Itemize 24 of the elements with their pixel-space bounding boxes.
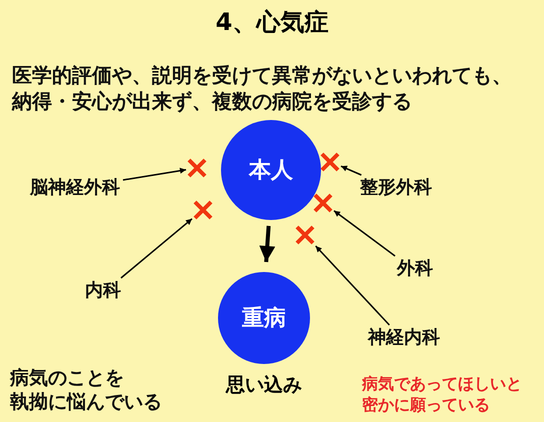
- note-text: 執拗に悩んでいる: [10, 390, 163, 415]
- arrow: [120, 218, 192, 279]
- subtitle-text: 医学的評価や、説明を受けて異常がないといわれても、納得・安心が出来ず、複数の病院を受診する: [12, 62, 513, 114]
- node-text: 本人: [249, 157, 293, 185]
- cross-icon: [312, 192, 334, 214]
- department-label: 整形外科: [360, 175, 432, 199]
- arrow: [334, 210, 396, 257]
- note-text: 病気であってほしいと密かに願っている: [362, 374, 523, 416]
- department-label: 内科: [85, 278, 121, 302]
- caption-text: 思い込み: [224, 373, 303, 398]
- arrow: [122, 168, 186, 181]
- note-text: 病気のことを: [10, 366, 125, 391]
- title: 4、心気症: [214, 7, 330, 38]
- department-label: 脳神経外科: [30, 175, 120, 199]
- arrow: [259, 226, 276, 262]
- arrow: [315, 245, 390, 326]
- department-label: 神経内科: [368, 325, 440, 349]
- cross-icon: [294, 224, 316, 246]
- department-label: 外科: [397, 256, 433, 280]
- cross-icon: [186, 157, 208, 179]
- node-text: 重病: [242, 305, 286, 333]
- arrow: [340, 165, 362, 176]
- cross-icon: [192, 199, 214, 221]
- cross-icon: [319, 151, 341, 173]
